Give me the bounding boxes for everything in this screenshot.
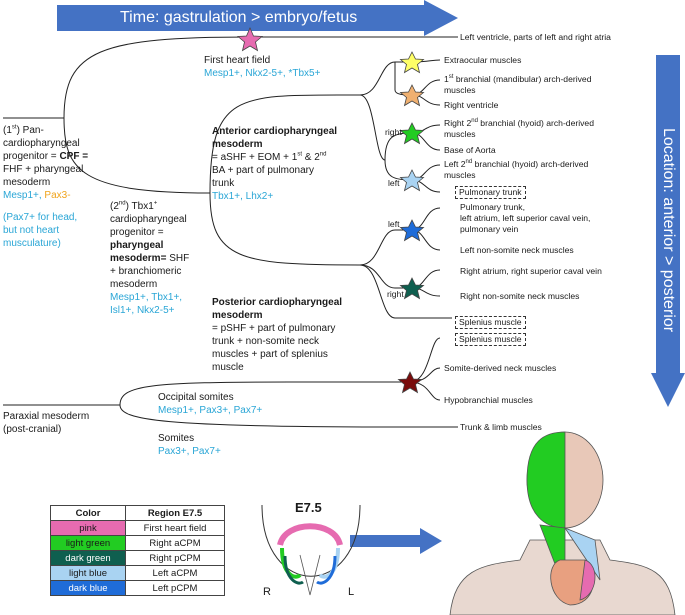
label-ra: Right atrium, right superior caval vein [460, 266, 602, 276]
acpm-block: Anterior cardiopharyngeal mesoderm = aSH… [212, 126, 338, 202]
label-left-2: left [388, 219, 400, 229]
embryo-r-label: R [263, 586, 271, 598]
legend-row: dark blue Left pCPM [50, 580, 225, 596]
anatomy-illustration [449, 431, 676, 615]
label-lv: Left ventricle, parts of left and right … [460, 32, 611, 42]
label-right-2: right [387, 289, 404, 299]
label-hypo: Hypobranchial muscles [444, 395, 533, 405]
illustration-arrow [350, 528, 442, 554]
legend-header-color: Color [50, 505, 126, 521]
legend-row: dark green Right pCPM [50, 550, 225, 566]
fhf-label: First heart field Mesp1+, Nkx2-5+, *Tbx5… [204, 55, 321, 79]
legend-row: light blue Left aCPM [50, 565, 225, 581]
star-dark-blue [399, 219, 425, 242]
label-aorta: Base of Aorta [444, 145, 496, 155]
label-lnsn: Left non-somite neck muscles [460, 245, 574, 255]
embryo-illustration [261, 504, 361, 596]
location-banner-label: Location: anterior > posterior [660, 127, 677, 333]
label-pt1: Pulmonary trunk [455, 186, 526, 199]
cpf-block: (1st) Pan- cardiopharyngeal progenitor =… [3, 124, 89, 249]
legend-header-region: Region E7.5 [125, 505, 225, 521]
star-dark-green [399, 277, 425, 300]
label-ba1: 1st branchial (mandibular) arch-derived … [444, 74, 592, 95]
star-yellow [399, 51, 425, 74]
star-light-blue [399, 169, 425, 192]
legend-row: pink First heart field [50, 520, 225, 536]
color-legend: Color Region E7.5 pink First heart field… [50, 505, 225, 596]
time-banner-label: Time: gastrulation > embryo/fetus [120, 9, 358, 26]
label-spl1: Splenius muscle [455, 316, 526, 329]
legend-row: light green Right aCPM [50, 535, 225, 551]
pcpm-block: Posterior cardiopharyngeal mesoderm = pS… [212, 297, 343, 373]
label-lba2: Left 2nd branchial (hyoid) arch-derived … [444, 159, 589, 180]
label-rv: Right ventricle [444, 100, 499, 110]
label-sdn: Somite-derived neck muscles [444, 363, 557, 373]
label-right-1: right [385, 127, 402, 137]
star-pink [236, 27, 264, 52]
time-arrow [57, 0, 458, 36]
label-la: Pulmonary trunk, left atrium, left super… [460, 202, 591, 234]
label-left-1: left [388, 178, 400, 188]
location-arrow [651, 55, 685, 407]
label-rnsn: Right non-somite neck muscles [460, 291, 580, 301]
embryo-l-label: L [348, 586, 355, 598]
star-dark-red [397, 371, 423, 394]
stars [236, 27, 425, 394]
tbx1-block: (2nd) Tbx1+ cardiopharyngeal progenitor … [110, 200, 190, 316]
label-eom: Extraocular muscles [444, 55, 522, 65]
paraxial-label: Paraxial mesoderm (post-cranial) [3, 411, 90, 435]
label-trunk: Trunk & limb muscles [460, 422, 542, 432]
star-orange [399, 84, 425, 107]
occipital-somites: Occipital somites Mesp1+, Pax3+, Pax7+ [158, 392, 263, 416]
embryo-title: E7.5 [295, 500, 322, 515]
somites: Somites Pax3+, Pax7+ [158, 433, 221, 457]
label-spl2: Splenius muscle [455, 333, 526, 346]
star-light-green [399, 122, 425, 145]
label-rba2: Right 2nd branchial (hyoid) arch-derived… [444, 118, 594, 139]
